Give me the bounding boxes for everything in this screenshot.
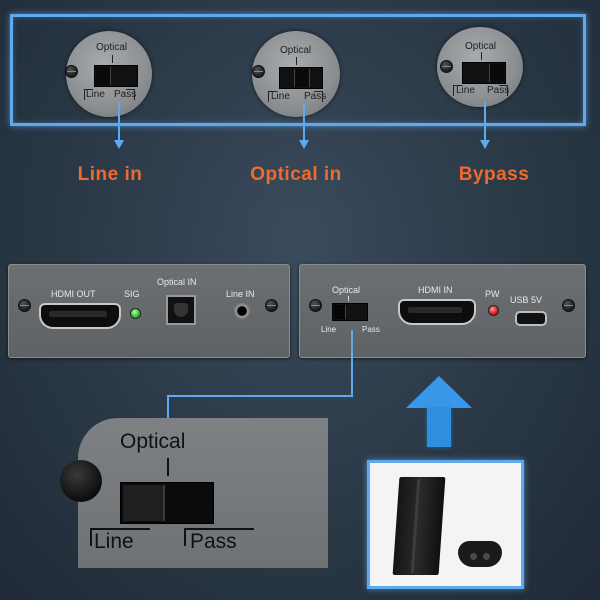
screw-icon: [440, 60, 453, 73]
usb-power-port[interactable]: [515, 311, 547, 326]
zoom-label-pass: Pass: [190, 530, 237, 553]
pointer-arrow-icon: [114, 140, 124, 149]
switch-bracket-left: [268, 91, 277, 102]
switch-tick: [481, 52, 482, 60]
switch-label-pass: Pass: [362, 325, 380, 334]
switch-tick: [348, 296, 349, 301]
switch-label-line: Line: [456, 85, 475, 96]
screw-icon: [252, 65, 265, 78]
switch-tick: [167, 458, 169, 476]
zoomed-switch-knob[interactable]: [123, 485, 165, 521]
game-console-frame: [367, 460, 524, 589]
switch-label-optical: Optical: [280, 45, 312, 56]
switch-bracket-right: [314, 91, 323, 102]
zoom-label-optical: Optical: [120, 430, 186, 453]
switch-magnifier-bypass: Optical Line Pass: [437, 27, 523, 107]
switch-bracket-left: [453, 85, 462, 96]
up-arrow-shaft: [427, 407, 451, 447]
console-stripe: [410, 479, 421, 573]
optical-in-port[interactable]: [166, 295, 196, 325]
switch-label-optical: Optical: [332, 285, 361, 295]
mode-label-line-in: Line in: [77, 164, 143, 185]
mode-label-bypass: Bypass: [458, 164, 530, 185]
line-in-jack[interactable]: [234, 303, 250, 319]
zoom-label-line: Line: [94, 530, 134, 553]
mode-label-optical-in: Optical in: [250, 164, 342, 185]
mode-switch-knob[interactable]: [294, 69, 310, 87]
screw-icon: [60, 460, 102, 502]
signal-led-icon: [130, 308, 141, 319]
device-panel-output: HDMI OUT SIG Optical IN Line IN: [8, 264, 290, 358]
switch-bracket-right: [184, 528, 254, 530]
hdmi-in-port[interactable]: [398, 299, 476, 325]
power-led-icon: [488, 305, 499, 316]
label-hdmi-out: HDMI OUT: [51, 289, 96, 299]
switch-bracket-right: [126, 89, 135, 100]
hdmi-out-port[interactable]: [39, 303, 121, 329]
switch-label-optical: Optical: [96, 42, 128, 53]
mode-switch[interactable]: [94, 65, 138, 87]
hdmi-port-inner: [49, 311, 107, 317]
pointer-line: [118, 102, 120, 142]
zoomed-switch-panel: Optical Line Pass: [60, 418, 328, 568]
switch-label-pass: Pass: [304, 91, 327, 102]
zoom-connector-line: [167, 395, 353, 397]
hdmi-port-inner: [408, 307, 462, 313]
screw-icon: [18, 299, 31, 312]
mode-switch[interactable]: [332, 303, 368, 321]
switch-tick: [112, 55, 113, 63]
screw-icon: [309, 299, 322, 312]
switch-label-pass: Pass: [487, 85, 510, 96]
switch-magnifier-optical: Optical Line Pass: [252, 31, 340, 117]
switch-bracket-left: [90, 528, 92, 546]
zoom-connector-line: [351, 330, 353, 396]
switch-magnifier-line: Optical Line Pass: [65, 31, 152, 117]
screw-icon: [65, 65, 78, 78]
switch-label-line: Line: [271, 91, 290, 102]
zoom-connector-line: [167, 395, 169, 433]
switch-bracket-right: [499, 85, 508, 96]
mode-switch[interactable]: [279, 67, 323, 89]
up-arrow-icon: [406, 376, 472, 408]
label-sig: SIG: [124, 289, 140, 299]
mode-switch-knob[interactable]: [489, 64, 504, 82]
switch-label-pass: Pass: [114, 89, 137, 100]
screw-icon: [265, 299, 278, 312]
mode-switch[interactable]: [462, 62, 506, 84]
label-optical-in: Optical IN: [157, 277, 197, 287]
game-console-icon: [392, 477, 446, 575]
mode-switch-knob[interactable]: [96, 67, 111, 85]
switch-positions-frame: [10, 14, 586, 126]
pointer-arrow-icon: [299, 140, 309, 149]
label-line-in: Line IN: [226, 289, 255, 299]
switch-tick: [296, 57, 297, 65]
switch-bracket-right: [184, 528, 186, 546]
game-controller-icon: [458, 541, 502, 567]
label-usb: USB 5V: [510, 295, 543, 305]
device-panel-input: Optical Line Pass HDMI IN PW USB 5V: [299, 264, 586, 358]
mode-switch-knob[interactable]: [334, 305, 346, 319]
label-pw: PW: [485, 289, 500, 299]
optical-port-hole: [174, 303, 188, 317]
switch-bracket-left: [90, 528, 150, 530]
pointer-arrow-icon: [480, 140, 490, 149]
controller-stick: [483, 553, 490, 560]
pointer-line: [303, 104, 305, 142]
switch-bracket-left: [84, 89, 93, 100]
screw-icon: [562, 299, 575, 312]
switch-label-line: Line: [321, 325, 337, 334]
pointer-line: [484, 102, 486, 142]
label-hdmi-in: HDMI IN: [418, 285, 453, 295]
switch-label-line: Line: [86, 89, 105, 100]
switch-label-optical: Optical: [465, 41, 497, 52]
zoomed-mode-switch[interactable]: [120, 482, 214, 524]
controller-stick: [470, 553, 477, 560]
